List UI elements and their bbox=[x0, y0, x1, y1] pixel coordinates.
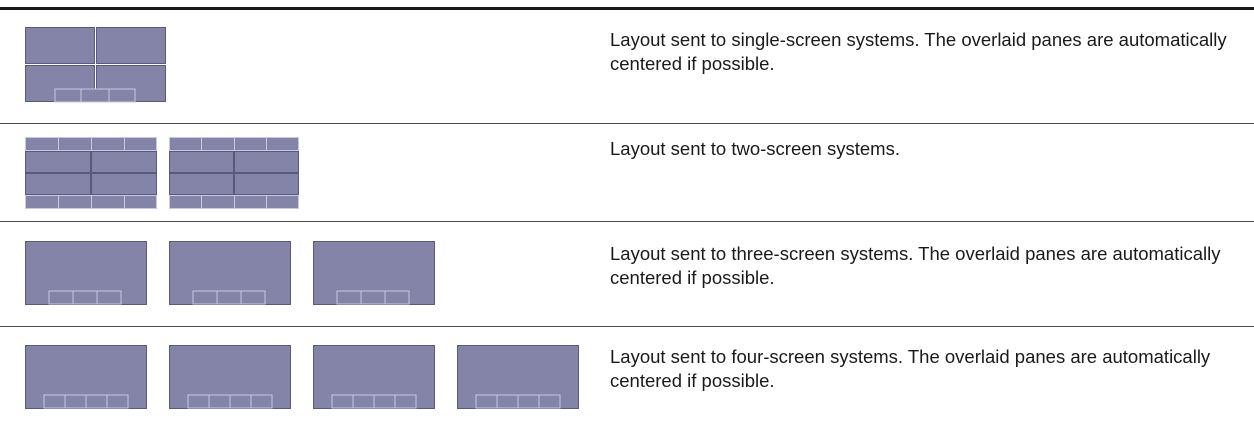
two-screen-layout-diagram-2 bbox=[169, 137, 299, 209]
row-description: Layout sent to single-screen systems. Th… bbox=[610, 29, 1227, 74]
two-screen-layout-diagram-1 bbox=[25, 137, 157, 209]
row-description: Layout sent to two-screen systems. bbox=[610, 138, 900, 159]
row-divider bbox=[0, 326, 1254, 327]
table-top-rule bbox=[0, 7, 1254, 10]
row-divider bbox=[0, 123, 1254, 124]
three-screen-layout-diagram-3 bbox=[313, 241, 435, 305]
four-screen-layout-diagram-4 bbox=[457, 345, 579, 409]
row-description: Layout sent to three-screen systems. The… bbox=[610, 243, 1221, 288]
row-divider bbox=[0, 221, 1254, 222]
three-screen-layout-diagram-2 bbox=[169, 241, 291, 305]
four-screen-layout-diagram-3 bbox=[313, 345, 435, 409]
three-screen-layout-diagram-1 bbox=[25, 241, 147, 305]
row-description: Layout sent to four-screen systems. The … bbox=[610, 346, 1211, 391]
single-screen-layout-diagram bbox=[25, 27, 166, 103]
four-screen-layout-diagram-2 bbox=[169, 345, 291, 409]
four-screen-layout-diagram-1 bbox=[25, 345, 147, 409]
